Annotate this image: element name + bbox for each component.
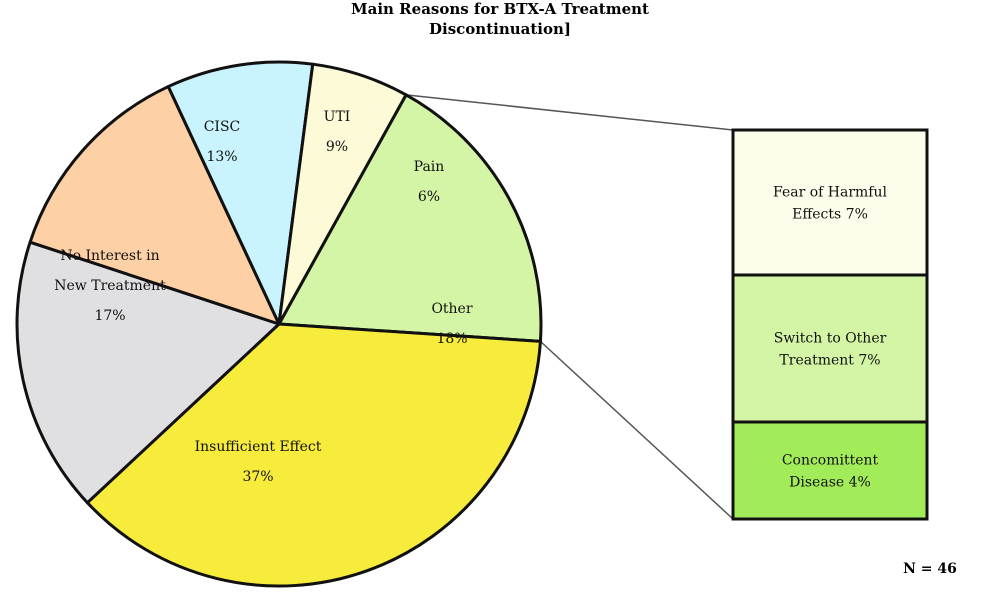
slice-label-other: 18%: [436, 331, 467, 347]
breakdown-label-fear: Fear of Harmful: [773, 185, 888, 201]
pie-slice-other: [277, 93, 543, 343]
pie-slice-no-interest: [15, 240, 281, 505]
slice-label-insufficient: Insufficient Effect: [195, 439, 322, 455]
slice-label-uti: 9%: [326, 139, 348, 155]
pie-slice-labels: Other 18% Insufficient Effect 37% No Interes…: [54, 109, 473, 485]
breakdown-box-disease: [731, 420, 929, 521]
breakdown-label-switch: Treatment 7%: [779, 353, 880, 369]
pie-slice-insufficient: [85, 322, 542, 588]
chart-title-line: Discontinuation]: [429, 20, 571, 38]
breakdown-connectors: [405, 94, 734, 520]
breakdown-label-switch: Switch to Other: [774, 331, 887, 347]
chart-title-line: Main Reasons for BTX-A Treatment: [351, 0, 649, 18]
breakdown-box-fear: [731, 128, 929, 277]
breakdown-label-disease: Concomittent: [782, 453, 879, 469]
breakdown-label-fear: Effects 7%: [792, 207, 868, 223]
connector-line-bottom: [539, 340, 734, 520]
sample-size-note: N = 46: [903, 561, 957, 577]
slice-label-no-interest: No Interest in: [60, 248, 159, 264]
pie-slice-pain: [277, 62, 408, 326]
chart-title: Main Reasons for BTX-A TreatmentDisconti…: [351, 0, 649, 38]
slice-label-cisc: 13%: [206, 149, 237, 165]
slice-label-no-interest: New Treatment: [54, 278, 166, 294]
pie-slice-uti: [166, 60, 315, 326]
slice-label-pain: Pain: [414, 159, 445, 175]
slice-label-no-interest: 17%: [94, 308, 125, 324]
slice-label-uti: UTI: [324, 109, 351, 125]
pie-slice-cisc: [28, 85, 281, 326]
pie-slices: [15, 60, 543, 588]
connector-line-top: [405, 94, 734, 131]
slice-label-insufficient: 37%: [242, 469, 273, 485]
breakdown-box-switch: [731, 273, 929, 424]
breakdown-label-disease: Disease 4%: [789, 475, 871, 491]
slice-label-cisc: CISC: [204, 119, 241, 135]
slice-label-pain: 6%: [418, 189, 440, 205]
slice-label-other: Other: [431, 301, 472, 317]
